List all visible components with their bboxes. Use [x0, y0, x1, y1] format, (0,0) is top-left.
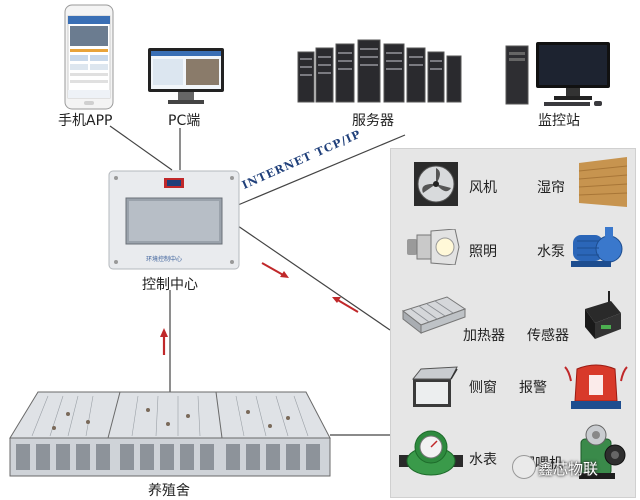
side-window-icon — [407, 365, 459, 413]
heater-icon — [399, 295, 469, 339]
wet-curtain-label: 湿帘 — [537, 180, 565, 196]
breeding-house — [8, 390, 332, 484]
control-center-screen-text: 环境控制中心 — [146, 256, 183, 263]
sensor-icon — [581, 289, 625, 349]
arrow-controller-to-devices — [261, 262, 289, 278]
control-center-label: 控制中心 — [142, 277, 198, 293]
pc-device — [146, 46, 226, 112]
wet-curtain-icon — [577, 157, 629, 213]
wechat-logo-icon — [512, 455, 536, 479]
pc-label: PC端 — [168, 113, 201, 129]
water-meter-icon — [397, 427, 465, 483]
light-bulb-icon — [405, 228, 461, 269]
link-controller-devices — [237, 225, 391, 331]
link-phone-controller — [109, 125, 173, 171]
fan-label: 风机 — [469, 180, 497, 196]
pump-label: 水泵 — [537, 244, 565, 260]
devices-panel: 风机 湿帘 照明 水泵 — [390, 148, 636, 498]
alarm-label: 报警 — [519, 380, 547, 396]
control-center-device — [108, 170, 240, 274]
monitor-station-label: 监控站 — [538, 113, 580, 129]
breeding-house-label: 养殖舍 — [148, 483, 190, 499]
watermark: 鑫芯物联 — [538, 460, 599, 478]
water-pump-icon — [569, 221, 625, 277]
lighting-label: 照明 — [469, 244, 497, 260]
sensor-label: 传感器 — [527, 328, 569, 344]
water-meter-label: 水表 — [469, 452, 497, 468]
phone-device — [64, 4, 114, 114]
feeder-icon — [575, 421, 629, 485]
side-window-label: 侧窗 — [469, 380, 497, 396]
monitor-station — [504, 40, 614, 112]
server-label: 服务器 — [352, 113, 394, 129]
heater-label: 加热器 — [463, 328, 505, 344]
link-network-controller — [237, 134, 406, 206]
server-rack — [292, 36, 470, 110]
arrow-house-to-controller — [160, 328, 168, 355]
fan-icon — [413, 161, 459, 211]
phone-app-label: 手机APP — [58, 113, 113, 129]
alarm-icon — [563, 361, 629, 415]
arrow-devices-to-controller — [332, 297, 359, 313]
